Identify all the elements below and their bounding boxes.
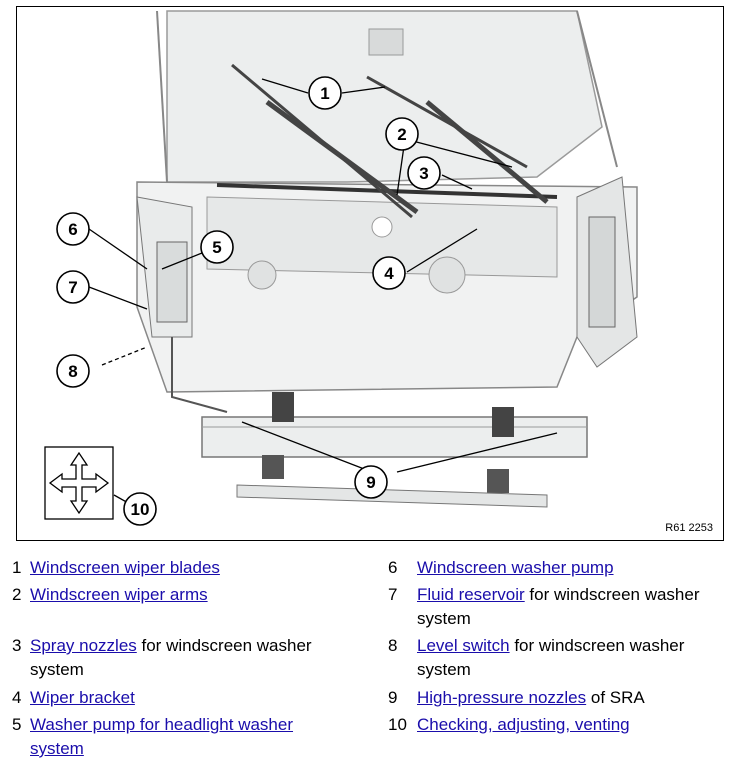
- legend-text: Wiper bracket: [30, 686, 340, 710]
- legend-number: 3: [12, 636, 22, 655]
- car-front-illustration: 1 2 3 4 5 6 7 8 9 10: [44, 10, 638, 526]
- legend-link[interactable]: Spray nozzles: [30, 636, 137, 655]
- legend-number: 8: [388, 636, 398, 655]
- callout-number: 3: [419, 164, 428, 183]
- legend-text: High-pressure nozzles of SRA: [417, 686, 727, 710]
- callout-6: 6: [56, 212, 90, 246]
- figure-reference: R61 2253: [665, 522, 713, 534]
- callout-4: 4: [372, 256, 406, 290]
- legend-link[interactable]: Level switch: [417, 636, 510, 655]
- legend-number: 9: [388, 688, 398, 707]
- callout-number: 2: [397, 125, 406, 144]
- legend-text: Washer pump for headlight washer system: [30, 713, 340, 761]
- legend-text: Spray nozzles for windscreen washer syst…: [30, 634, 340, 682]
- legend-number: 5: [12, 715, 22, 734]
- parts-diagram: 1 2 3 4 5 6 7 8 9 10 R61 2253: [16, 6, 724, 541]
- legend-number: 6: [388, 558, 398, 577]
- callout-number: 6: [68, 220, 77, 239]
- legend-number: 1: [12, 558, 22, 577]
- callout-1: 1: [308, 76, 342, 110]
- callout-5: 5: [200, 230, 234, 264]
- legend-description: for windscreen washer system: [30, 636, 312, 679]
- legend-description: for windscreen washer system: [417, 636, 685, 679]
- callout-9: 9: [354, 465, 388, 499]
- callout-number: 9: [366, 473, 375, 492]
- legend-text: Fluid reservoir for windscreen washer sy…: [417, 583, 727, 631]
- legend-link[interactable]: High-pressure nozzles: [417, 688, 587, 707]
- legend-link[interactable]: Fluid reservoir: [417, 585, 525, 604]
- legend-link[interactable]: Windscreen wiper arms: [30, 585, 208, 604]
- callout-number: 4: [384, 264, 394, 283]
- callout-number: 1: [320, 84, 329, 103]
- callout-number: 7: [68, 278, 77, 297]
- legend-number: 4: [12, 688, 22, 707]
- callout-7: 7: [56, 270, 90, 304]
- legend-number: 10: [388, 715, 407, 734]
- legend-link[interactable]: Wiper bracket: [30, 688, 135, 707]
- legend-link[interactable]: Windscreen washer pump: [417, 558, 614, 577]
- legend-description: for windscreen washer system: [417, 585, 700, 628]
- legend-number: 2: [12, 585, 22, 604]
- callout-number: 10: [131, 500, 150, 519]
- legend-text: Level switch for windscreen washer syste…: [417, 634, 727, 682]
- legend-text: Checking, adjusting, venting: [417, 713, 727, 737]
- legend-number: 7: [388, 585, 398, 604]
- legend-link[interactable]: Checking, adjusting, venting: [417, 715, 630, 734]
- legend-link[interactable]: Windscreen wiper blades: [30, 558, 220, 577]
- legend-text: Windscreen wiper arms: [30, 583, 340, 607]
- callout-number: 8: [68, 362, 77, 381]
- callout-10: 10: [123, 492, 157, 526]
- callout-number: 5: [212, 238, 221, 257]
- callout-3: 3: [407, 156, 441, 190]
- legend-description: of SRA: [586, 688, 645, 707]
- callout-8: 8: [56, 354, 90, 388]
- legend-text: Windscreen washer pump: [417, 556, 727, 580]
- legend-link[interactable]: Washer pump for headlight washer system: [30, 715, 294, 758]
- legend-text: Windscreen wiper blades: [30, 556, 340, 580]
- move-arrows-icon: [44, 446, 114, 520]
- callout-2: 2: [385, 117, 419, 151]
